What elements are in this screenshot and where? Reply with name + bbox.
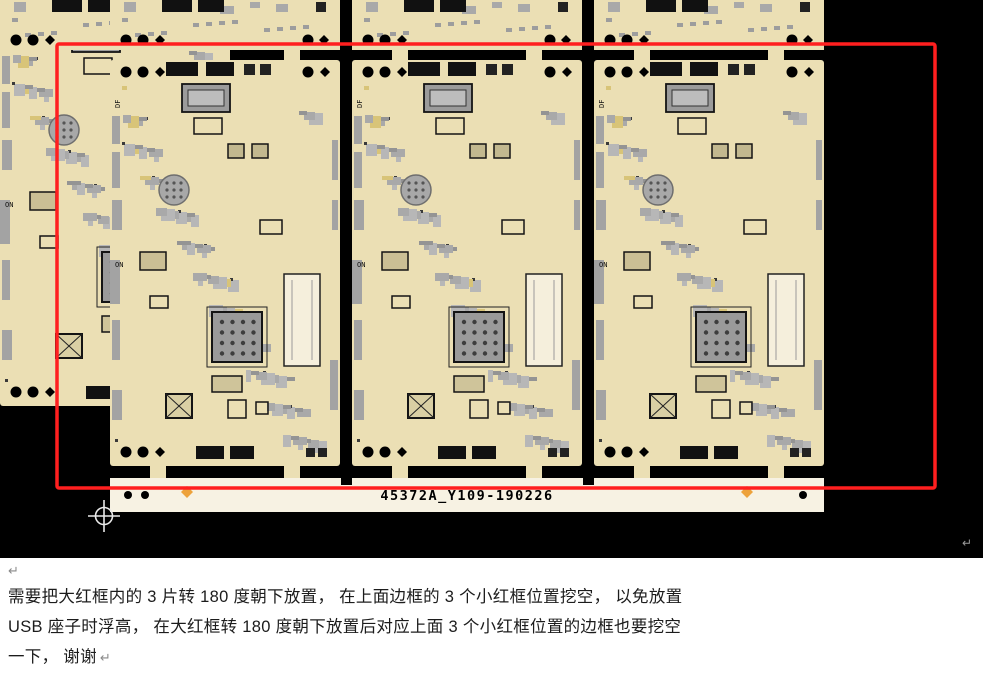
rail-hole	[799, 491, 807, 499]
instruction-line-3[interactable]: 一下， 谢谢↵	[8, 642, 975, 673]
instruction-line-1[interactable]: 需要把大红框内的 3 片转 180 度朝下放置， 在上面边框的 3 个小红框位置…	[8, 588, 683, 606]
panel-label: 45372A_Y109-190226	[380, 488, 553, 504]
rail-slot-mark	[583, 478, 594, 485]
rail-hole	[141, 491, 149, 499]
svg-text:ON: ON	[5, 201, 13, 209]
paragraph-end-mark: ↵	[99, 650, 112, 665]
rail-strip	[110, 478, 824, 512]
instruction-line-3-text: 一下， 谢谢	[8, 648, 97, 666]
rail-hole	[124, 491, 132, 499]
panel-bottom-rail: 45372A_Y109-190226	[110, 478, 824, 512]
document-body: ↵ 需要把大红框内的 3 片转 180 度朝下放置， 在上面边框的 3 个小红框…	[0, 558, 983, 675]
embedded-pcb-image[interactable]: DFON 45372A_Y109-190226	[0, 0, 983, 558]
paragraph-mark: ↵	[8, 563, 19, 578]
pcb-boards: DFON	[0, 0, 825, 478]
instruction-line-2[interactable]: USB 座子时浮高， 在大红框转 180 度朝下放置后对应上面 3 个小红框位置…	[8, 618, 682, 636]
crosshair-origin-marker	[88, 500, 120, 532]
rail-slot-mark	[341, 478, 352, 485]
red-annotation-box	[55, 42, 937, 490]
pcb-panel-figure: DFON 45372A_Y109-190226	[0, 0, 983, 558]
object-anchor-mark: ↵	[962, 536, 972, 550]
